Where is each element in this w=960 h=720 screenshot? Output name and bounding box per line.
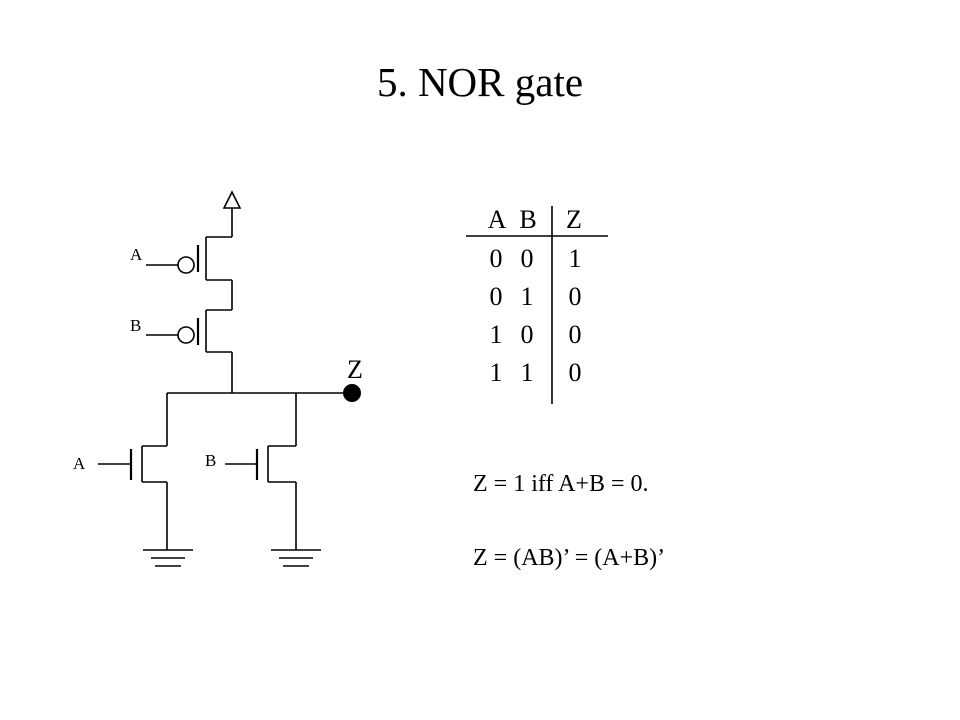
cmos-nor-schematic: A B A B Z [73,190,363,567]
ground-symbol-a [143,549,193,567]
nmos-transistor-b [225,393,297,550]
truth-table-row-3-z: 0 [569,320,582,349]
truth-table-row-4-a: 1 [490,358,503,387]
equation-nor-condition: Z = 1 iff A+B = 0. [473,471,649,497]
truth-table-row-2-a: 0 [490,282,503,311]
truth-table-row-3-a: 1 [490,320,503,349]
truth-table-header-b: B [519,205,536,234]
truth-table-row-4-b: 1 [521,358,534,387]
pmos-a-label: A [130,245,143,264]
truth-table-row-1-a: 0 [490,244,503,273]
ground-symbol-b [271,549,321,567]
output-z-label: Z [347,355,363,384]
truth-table-row-4-z: 0 [569,358,582,387]
nmos-a-label: A [73,454,86,473]
equation-nor-expression: Z = (AB)’ = (A+B)’ [473,545,666,571]
truth-table-header-z: Z [566,205,582,234]
truth-table-row-2-z: 0 [569,282,582,311]
nmos-b-label: B [205,451,216,470]
vdd-supply-symbol [222,190,242,209]
truth-table-row-1-b: 0 [521,244,534,273]
slide-title: 5. NOR gate [376,59,584,105]
nmos-transistor-a [98,393,168,550]
pmos-transistor-a [146,236,232,281]
pmos-transistor-b [146,309,232,353]
truth-table-row-1-z: 1 [569,244,582,273]
pmos-b-label: B [130,316,141,335]
truth-table-header-a: A [488,205,507,234]
truth-table: A B Z 0 0 1 0 1 0 1 0 0 1 1 0 [466,205,608,404]
truth-table-row-2-b: 1 [521,282,534,311]
output-node-dot [343,384,361,402]
truth-table-row-3-b: 0 [521,320,534,349]
